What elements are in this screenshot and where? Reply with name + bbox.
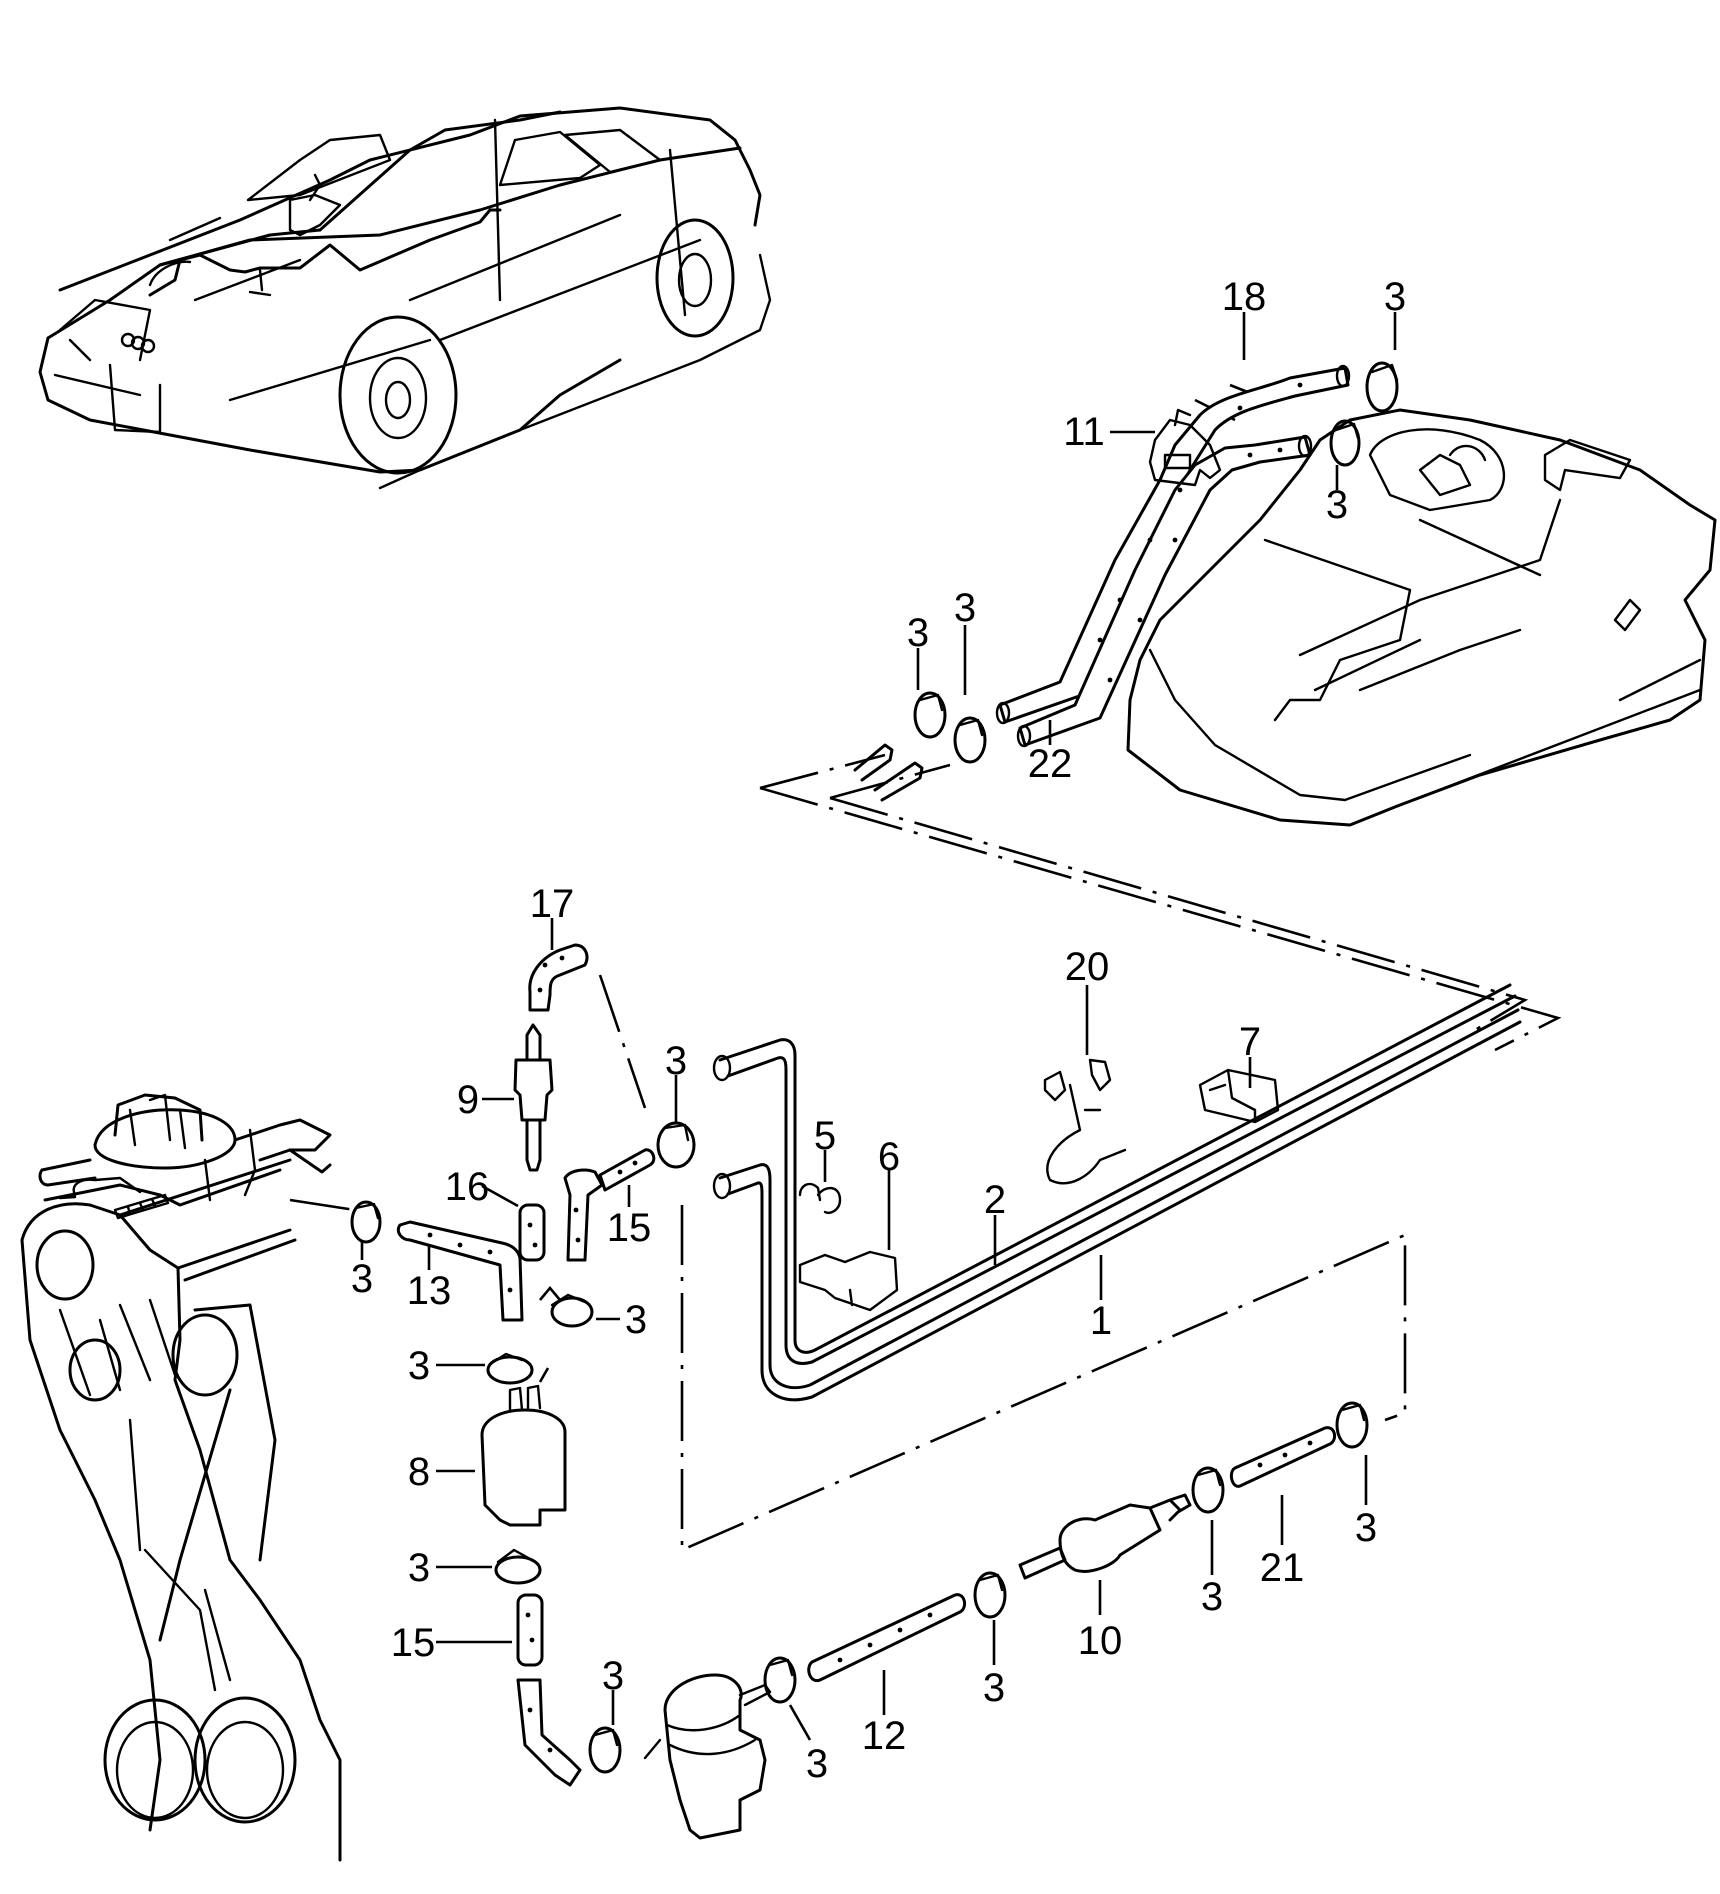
- callout-11: 11: [1063, 410, 1105, 454]
- callout-3: 3: [625, 1298, 647, 1342]
- hose-clamps: [350, 361, 1399, 1774]
- clamp-icon: [1329, 419, 1361, 467]
- callout-labels: 18 3 11 3 3 3 22 17 20 7 3 9 5 6 16 15 2…: [351, 275, 1406, 1786]
- callout-3: 3: [1384, 275, 1406, 319]
- callout-3: 3: [408, 1344, 430, 1388]
- clamp-icon: [953, 716, 987, 764]
- fuel-tank: [1126, 408, 1717, 827]
- callout-8: 8: [408, 1450, 430, 1494]
- callout-3: 3: [1326, 483, 1348, 527]
- clamp-icon: [763, 1656, 797, 1704]
- engine: [20, 1093, 342, 1862]
- callout-13: 13: [407, 1269, 452, 1313]
- clamp-icon: [494, 1548, 542, 1585]
- clamp-icon: [1191, 1466, 1225, 1514]
- clamp-icon: [588, 1726, 622, 1774]
- callout-7: 7: [1239, 1020, 1261, 1064]
- callout-3: 3: [1355, 1506, 1377, 1550]
- clamp-icon: [350, 1200, 382, 1244]
- callout-3: 3: [983, 1666, 1005, 1710]
- callout-3: 3: [602, 1654, 624, 1698]
- callout-20: 20: [1065, 945, 1110, 989]
- leader-lines: [360, 312, 1397, 1741]
- callout-3: 3: [954, 586, 976, 630]
- callout-3: 3: [351, 1257, 373, 1301]
- callout-22: 22: [1028, 742, 1073, 786]
- fuel-lines: [712, 983, 1522, 1402]
- callout-6: 6: [878, 1135, 900, 1179]
- clamp-icon: [550, 1293, 594, 1328]
- car-overview: [38, 106, 772, 490]
- callout-17: 17: [530, 882, 575, 926]
- callout-3: 3: [665, 1039, 687, 1083]
- callout-3: 3: [1201, 1575, 1223, 1619]
- callout-15: 15: [607, 1206, 652, 1250]
- callout-3: 3: [806, 1742, 828, 1786]
- clamp-icon: [913, 691, 947, 739]
- callout-1: 1: [1090, 1299, 1112, 1343]
- hose-texture: [427, 382, 1313, 1753]
- clamp-icon: [1365, 361, 1399, 413]
- callout-21: 21: [1260, 1546, 1305, 1590]
- callout-3: 3: [907, 611, 929, 655]
- callout-18: 18: [1222, 275, 1267, 319]
- callout-12: 12: [862, 1714, 907, 1758]
- clamp-icon: [486, 1352, 534, 1385]
- clamp-icon: [1335, 1401, 1369, 1449]
- callout-5: 5: [814, 1114, 836, 1158]
- callout-16: 16: [445, 1165, 490, 1209]
- hoses: [396, 364, 1351, 1787]
- clamp-icon: [973, 1571, 1007, 1619]
- routing-guides: [289, 383, 1562, 1552]
- callout-9: 9: [457, 1078, 479, 1122]
- callout-2: 2: [984, 1178, 1006, 1222]
- callout-15: 15: [391, 1621, 436, 1665]
- callout-3: 3: [408, 1546, 430, 1590]
- callout-10: 10: [1078, 1619, 1123, 1663]
- clamp-icon: [656, 1121, 696, 1169]
- components: [480, 408, 1280, 1840]
